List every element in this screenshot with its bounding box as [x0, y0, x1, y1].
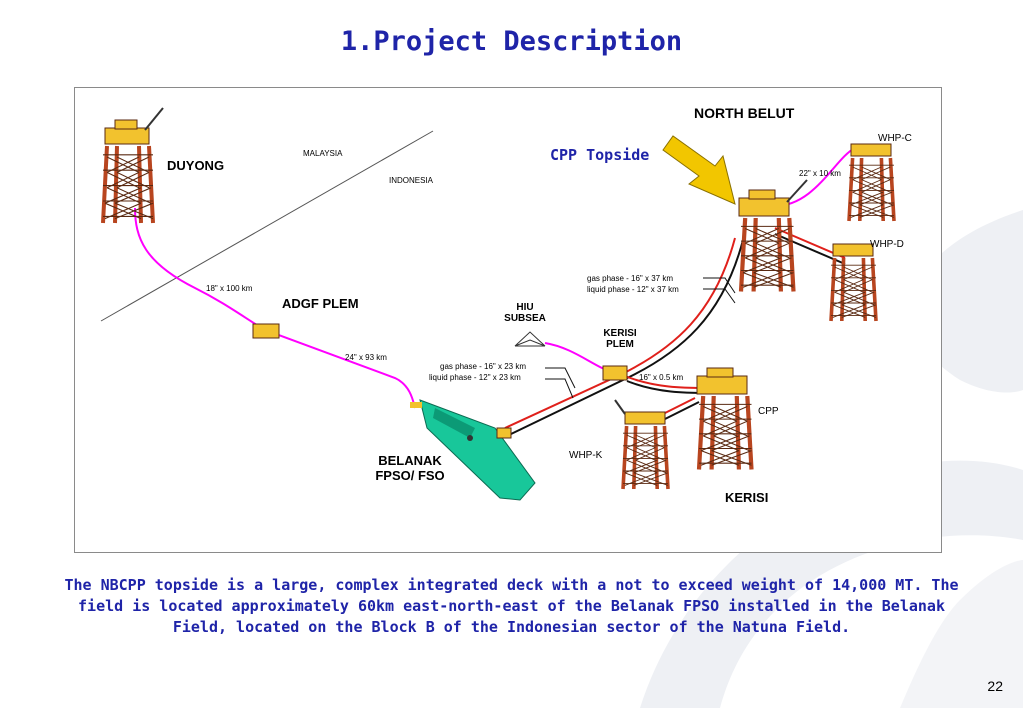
page-number: 22	[987, 678, 1003, 694]
label-kerisi-plem: KERISI PLEM	[590, 328, 650, 350]
export-pipeline	[134, 207, 416, 409]
label-kerisi: KERISI	[725, 490, 769, 505]
whp-k-platform	[614, 399, 670, 491]
north-belut-cpp	[738, 179, 808, 292]
label-whp-d: WHP-D	[870, 239, 904, 250]
label-pipe-22-10: 22" x 10 km	[799, 169, 841, 178]
liquid-line	[510, 239, 744, 435]
diagram-canvas	[100, 107, 896, 501]
label-hiu-subsea: HIU SUBSEA	[495, 302, 555, 324]
label-belanak-1: BELANAK	[378, 453, 442, 468]
adgf-plem-box	[252, 323, 280, 339]
label-cpp: CPP	[758, 406, 779, 417]
kerisi-cpp	[696, 367, 752, 470]
label-subsea: SUBSEA	[504, 313, 546, 324]
duyong-platform	[103, 107, 164, 223]
label-whp-c: WHP-C	[878, 133, 912, 144]
label-liquid-37: liquid phase - 12" x 37 km	[587, 285, 679, 294]
label-belanak: BELANAK FPSO/ FSO	[360, 453, 460, 483]
gas-line	[504, 237, 736, 429]
label-gas-37: gas phase - 16" x 37 km	[587, 274, 673, 283]
label-adgf-plem: ADGF PLEM	[282, 296, 359, 311]
label-indonesia: INDONESIA	[389, 176, 434, 185]
border-line	[100, 130, 434, 322]
kerisi-plem-box	[602, 365, 628, 381]
whp-c-platform	[847, 143, 896, 223]
label-kerisi-plem-2: PLEM	[606, 339, 634, 350]
label-pipe-16-05: 16" x 0.5 km	[639, 373, 684, 382]
label-kerisi-plem-1: KERISI	[603, 328, 637, 339]
label-duyong: DUYONG	[167, 158, 225, 173]
whp-d-platform	[829, 243, 878, 323]
label-gas-23: gas phase - 16" x 23 km	[440, 362, 526, 371]
cpp-topside-arrow	[662, 135, 736, 205]
label-whp-k: WHP-K	[569, 450, 603, 461]
label-hiu: HIU	[516, 302, 534, 313]
hiu-subsea-structure	[514, 331, 546, 347]
label-liquid-23: liquid phase - 12" x 23 km	[429, 373, 521, 382]
project-description: The NBCPP topside is a large, complex in…	[64, 576, 959, 636]
project-diagram: NORTH BELUT WHP-C WHP-D CPP Topside DUYO…	[74, 87, 942, 553]
label-north-belut: NORTH BELUT	[694, 105, 795, 121]
page-title: 1.Project Description	[340, 26, 683, 57]
label-pipe-18-100: 18" x 100 km	[206, 284, 253, 293]
label-cpp-topside: CPP Topside	[550, 146, 650, 164]
label-pipe-24-93: 24" x 93 km	[345, 353, 387, 362]
label-malaysia: MALAYSIA	[303, 149, 343, 158]
belanak-fpso	[410, 399, 536, 501]
label-belanak-2: FPSO/ FSO	[375, 468, 445, 483]
